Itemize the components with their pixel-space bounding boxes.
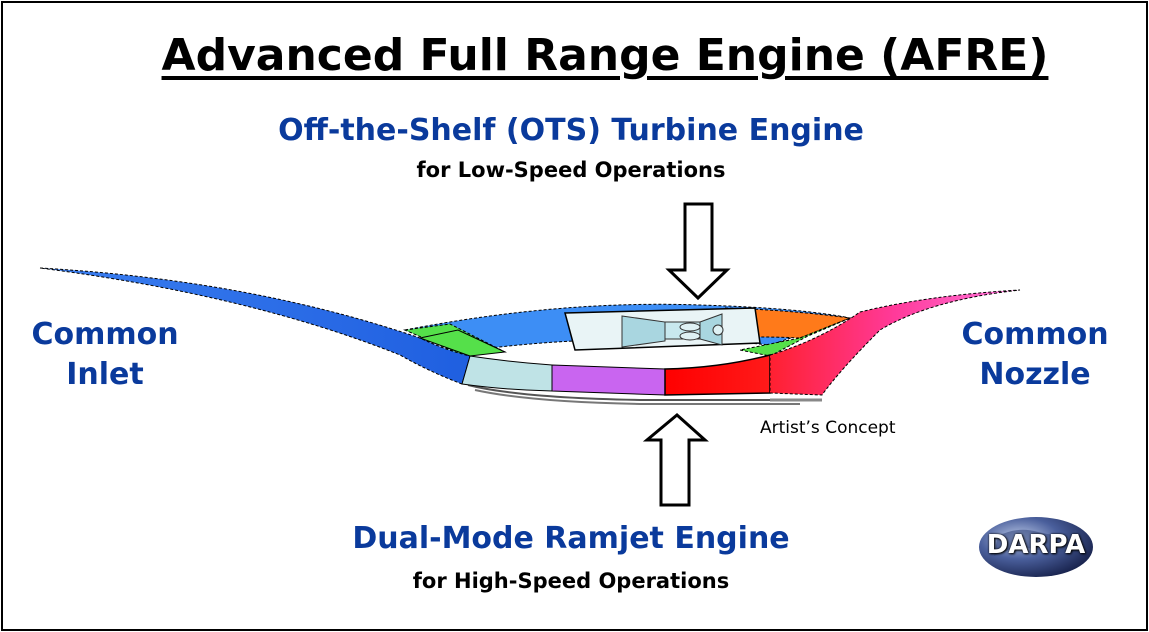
darpa-logo: DARPA [978, 516, 1094, 578]
common-nozzle-shape [769, 289, 1021, 396]
inlet-label-line2: Inlet [66, 357, 144, 392]
darpa-logo-text: DARPA [986, 530, 1086, 560]
inlet-label-line1: Common [31, 317, 179, 352]
inlet-label: Common Inlet [20, 315, 190, 395]
nozzle-label-line2: Nozzle [979, 357, 1091, 392]
common-inlet-shape [39, 267, 507, 385]
turbine-subheading: for Low-Speed Operations [416, 158, 726, 182]
page-title: Advanced Full Range Engine (AFRE) [161, 30, 1049, 81]
nozzle-label: Common Nozzle [950, 315, 1120, 395]
duct-base-lines [467, 384, 800, 405]
artist-concept-caption: Artist’s Concept [760, 418, 896, 438]
nozzle-label-line1: Common [961, 317, 1109, 352]
turbine-arrow [665, 202, 731, 301]
turbine-heading: Off-the-Shelf (OTS) Turbine Engine [278, 113, 864, 148]
ramjet-duct [461, 354, 771, 396]
ramjet-subheading: for High-Speed Operations [412, 569, 730, 593]
ramjet-heading: Dual-Mode Ramjet Engine [352, 521, 790, 556]
turbine-core [564, 307, 761, 351]
ramjet-arrow [642, 413, 709, 507]
globe-icon [979, 517, 1093, 577]
